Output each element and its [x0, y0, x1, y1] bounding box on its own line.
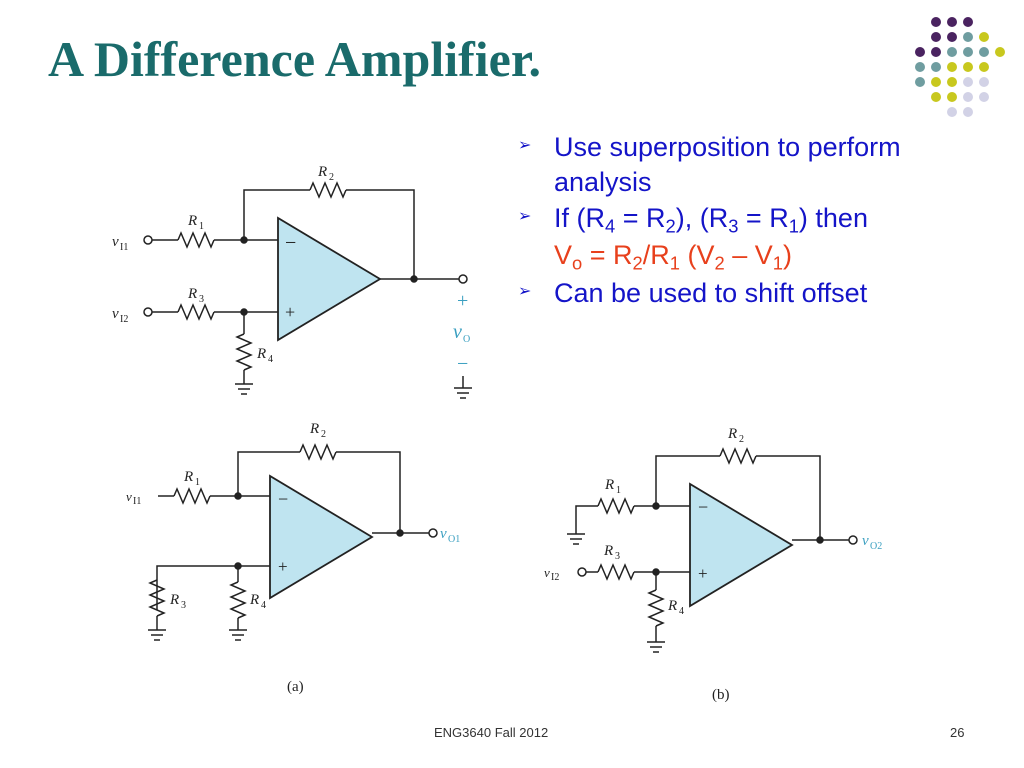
svg-text:O2: O2 — [870, 541, 882, 552]
svg-text:v: v — [544, 565, 550, 580]
footer-course: ENG3640 Fall 2012 — [434, 725, 549, 740]
decorative-dot-grid — [915, 17, 1005, 117]
svg-text:3: 3 — [181, 600, 186, 611]
label-vi2: v — [112, 306, 119, 322]
svg-text:−: − — [278, 489, 288, 509]
opamp-triangle — [277, 216, 382, 342]
bullet-item: ➢ If (R4 = R2), (R3 = R1) then — [518, 201, 998, 236]
svg-text:R: R — [249, 592, 259, 608]
gain-equation: Vo = R2/R1 (V2 – V1) — [554, 239, 792, 274]
label-vo1: v — [440, 526, 447, 542]
svg-text:I1: I1 — [120, 242, 128, 253]
label-r1: R — [187, 213, 197, 229]
resistor-r1 — [177, 231, 215, 249]
svg-text:2: 2 — [739, 434, 744, 445]
label-r4: R — [256, 346, 266, 362]
circuit-a — [147, 443, 438, 641]
caption-b: (b) — [712, 687, 730, 703]
bullet-item: ➢ Can be used to shift offset — [518, 276, 998, 311]
svg-text:R: R — [603, 543, 613, 559]
svg-text:4: 4 — [679, 606, 684, 617]
label-vo-plus: + — [457, 290, 468, 312]
svg-text:2: 2 — [321, 429, 326, 440]
difference-amplifier-circuit — [143, 181, 473, 399]
label-minus: − — [285, 232, 296, 254]
bullet-list: ➢ Use superposition to perform analysis … — [518, 130, 998, 313]
svg-text:R: R — [727, 426, 737, 442]
svg-text:4: 4 — [261, 600, 266, 611]
svg-text:3: 3 — [615, 551, 620, 562]
bullet-text: Use superposition to perform analysis — [554, 132, 901, 197]
svg-text:+: + — [698, 564, 708, 583]
label-vo-minus: − — [457, 353, 468, 375]
label-plus: + — [285, 302, 295, 322]
svg-text:2: 2 — [329, 172, 334, 183]
resistor-r2 — [309, 181, 347, 199]
bullet-arrow-icon: ➢ — [518, 208, 532, 226]
bullet-text: Can be used to shift offset — [554, 278, 868, 309]
svg-text:3: 3 — [199, 294, 204, 305]
svg-text:R: R — [604, 477, 614, 493]
label-vo2: v — [862, 533, 869, 549]
svg-text:I1: I1 — [133, 496, 141, 507]
circuit-b — [566, 447, 858, 653]
caption-a: (a) — [287, 679, 304, 695]
svg-text:1: 1 — [616, 485, 621, 496]
page-number: 26 — [950, 725, 965, 740]
svg-text:+: + — [278, 557, 288, 576]
label-vo: v — [453, 321, 462, 343]
label-r3: R — [187, 286, 197, 302]
resistor-r3 — [177, 303, 215, 321]
svg-text:4: 4 — [268, 354, 273, 365]
resistor-r4 — [235, 333, 253, 371]
label-r2: R — [317, 164, 327, 180]
slide-title: A Difference Amplifier. — [48, 31, 541, 87]
svg-text:I2: I2 — [551, 572, 559, 583]
svg-text:R: R — [667, 598, 677, 614]
svg-text:O: O — [463, 334, 470, 345]
svg-text:I2: I2 — [120, 314, 128, 325]
svg-text:O1: O1 — [448, 534, 460, 545]
svg-text:R: R — [183, 469, 193, 485]
svg-text:1: 1 — [195, 477, 200, 488]
label-vi1: v — [112, 234, 119, 250]
svg-text:R: R — [309, 421, 319, 437]
svg-text:v: v — [126, 489, 132, 504]
svg-text:1: 1 — [199, 221, 204, 232]
svg-text:R: R — [169, 592, 179, 608]
bullet-arrow-icon: ➢ — [518, 283, 532, 301]
svg-text:−: − — [698, 497, 708, 517]
bullet-arrow-icon: ➢ — [518, 137, 532, 154]
bullet-text: If (R4 = R2), (R3 = R1) then — [554, 203, 868, 237]
bullet-item: ➢ Use superposition to perform analysis — [518, 130, 998, 199]
